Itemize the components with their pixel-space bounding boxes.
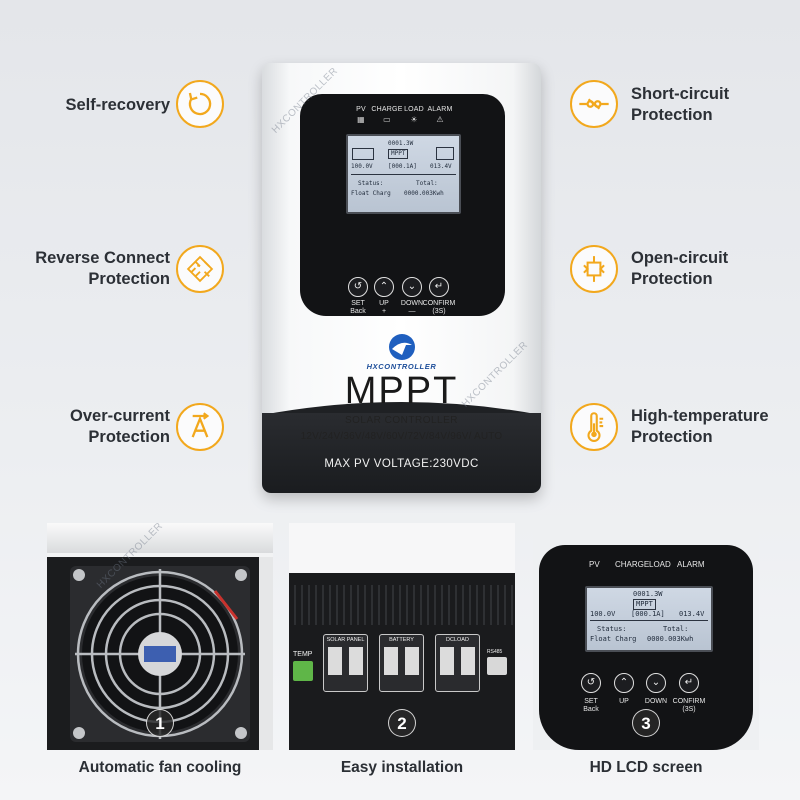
voltage-range: 12V/24V/36V/48V/60V/72V/84V/96V/ AUTO	[300, 431, 503, 442]
battery-icon: ▭	[383, 115, 391, 124]
lcd-current: [000.1A]	[388, 163, 417, 170]
closeup-lcd-total-value: 0000.003Kwh	[647, 635, 694, 643]
indicator-charge: CHARGE▭	[367, 106, 407, 124]
up-arrow-icon[interactable]: ⌃	[374, 277, 394, 297]
pv-icon: ▦	[357, 115, 365, 124]
closeup-lcd-status-label: Status:	[597, 625, 627, 633]
indicator-alarm: ALARM⚠	[420, 106, 460, 124]
terminal-battery-label: BATTERY	[389, 637, 414, 643]
solar-minus-terminal[interactable]	[349, 647, 364, 675]
set-back-icon[interactable]: ↺	[348, 277, 368, 297]
confirm-button-label: CONFIRM(3S)	[422, 300, 456, 315]
feature-label-over-current: Over-current Protection	[70, 407, 170, 446]
fan-grille-icon	[70, 566, 250, 742]
panel-fan: 1 HXCONTROLLER	[47, 523, 273, 750]
closeup-up-arrow-icon[interactable]: ⌃	[614, 673, 634, 693]
closeup-confirm-label: CONFIRM(3S)	[672, 698, 706, 713]
confirm-icon[interactable]: ↵	[429, 277, 449, 297]
closeup-set-back-icon[interactable]: ↺	[581, 673, 601, 693]
feature-label-short-circuit: Short-circuit Protection	[631, 85, 730, 124]
solar-panel-icon	[352, 148, 374, 160]
rs485-port[interactable]	[487, 657, 507, 675]
lcd-mode: MPPT	[388, 149, 409, 159]
closeup-lcd-power: 0001.3W	[633, 590, 663, 598]
feature-label-high-temperature: High-temperature Protection	[631, 407, 769, 446]
closeup-up-label: UP	[619, 698, 629, 705]
panel-number-1: 1	[146, 709, 174, 737]
closeup-lcd-pv-voltage: 100.0V	[590, 610, 616, 618]
indicator-pv: PV▦	[341, 106, 381, 124]
lcd-screen: 0001.3W MPPT 100.0V [000.1A] 013.4V Stat…	[346, 134, 461, 214]
fan-case-side	[259, 557, 273, 750]
open-circuit-icon	[570, 245, 618, 293]
terminal-rs485-label: RS485	[487, 649, 503, 655]
indicator-load: LOAD☀	[394, 106, 434, 124]
caption-installation: Easy installation	[340, 759, 464, 776]
bulb-icon: ☀	[410, 115, 418, 124]
up-button-label: UP+	[379, 300, 389, 315]
load-plus-terminal[interactable]	[439, 647, 454, 675]
lcd-pv-voltage: 100.0V	[351, 163, 373, 170]
closeup-lcd-mode: MPPT	[633, 599, 656, 610]
load-minus-terminal[interactable]	[461, 647, 476, 675]
terminal-load-label: DCLOAD	[446, 637, 469, 643]
lcd-battery-icon	[436, 147, 454, 160]
solar-terminal-block: SOLAR PANEL	[323, 634, 368, 692]
self-recovery-icon	[176, 80, 224, 128]
feature-label-self-recovery: Self-recovery	[65, 96, 170, 114]
panel-terminals: TEMP SOLAR PANEL BATTERY DCLOAD RS485 2	[289, 523, 515, 750]
feature-label-open-circuit: Open-circuit Protection	[631, 249, 729, 288]
temp-connector	[293, 661, 313, 681]
brand-name: HXCONTROLLER	[366, 362, 437, 371]
closeup-lcd-status-value: Float Charg	[590, 635, 637, 643]
terminal-temp-label: TEMP	[293, 651, 313, 658]
warning-icon: ⚠	[436, 115, 444, 124]
model-subtitle: SOLAR CONTROLLER	[344, 415, 459, 426]
lcd-power: 0001.3W	[388, 140, 414, 147]
vent-slots	[289, 585, 515, 625]
battery-terminal-block: BATTERY	[379, 634, 424, 692]
load-terminal-block: DCLOAD	[435, 634, 480, 692]
lcd-total-label: Total:	[416, 180, 438, 187]
closeup-lcd-divider	[590, 620, 708, 621]
closeup-down-arrow-icon[interactable]: ⌄	[646, 673, 666, 693]
terminal-solar-label: SOLAR PANEL	[326, 637, 365, 643]
panel-lcd: PV CHARGE LOAD ALARM 0001.3W MPPT 100.0V…	[533, 523, 759, 750]
closeup-lcd-total-label: Total:	[663, 625, 689, 633]
battery-plus-terminal[interactable]	[383, 647, 398, 675]
max-pv-voltage: MAX PV VOLTAGE:230VDC	[324, 458, 479, 470]
fan-case-top	[47, 523, 273, 553]
closeup-lcd-screen: 0001.3W MPPT 100.0V [000.1A] 013.4V Stat…	[585, 586, 713, 652]
high-temperature-icon	[570, 403, 618, 451]
closeup-lcd-battery-voltage: 013.4V	[679, 610, 705, 618]
caption-fan: Automatic fan cooling	[78, 759, 242, 776]
lcd-battery-voltage: 013.4V	[430, 163, 452, 170]
brand-logo-icon	[389, 334, 415, 360]
down-arrow-icon[interactable]: ⌄	[402, 277, 422, 297]
model-title: MPPT	[344, 370, 459, 412]
lcd-status-value: Float Charg	[351, 190, 391, 197]
lcd-status-label: Status:	[358, 180, 384, 187]
lcd-divider	[351, 174, 456, 175]
closeup-confirm-icon[interactable]: ↵	[679, 673, 699, 693]
over-current-icon	[176, 403, 224, 451]
short-circuit-icon	[570, 80, 618, 128]
panel-number-3: 3	[632, 709, 660, 737]
control-panel: PV▦ CHARGE▭ LOAD☀ ALARM⚠ 0001.3W MPPT 10…	[300, 94, 505, 316]
lcd-total-value: 0000.003Kwh	[404, 190, 444, 197]
battery-minus-terminal[interactable]	[405, 647, 420, 675]
closeup-down-label: DOWN	[644, 698, 668, 705]
reverse-connect-icon	[176, 245, 224, 293]
solar-plus-terminal[interactable]	[327, 647, 342, 675]
caption-lcd: HD LCD screen	[589, 759, 703, 776]
mppt-controller: MAX PV VOLTAGE:230VDC PV▦ CHARGE▭ LOAD☀ …	[262, 63, 541, 493]
controller-base	[262, 413, 541, 493]
down-button-label: DOWN—	[400, 300, 424, 315]
feature-label-reverse-connect: Reverse Connect Protection	[35, 249, 170, 288]
panel-number-2: 2	[388, 709, 416, 737]
closeup-lcd-current: [000.1A]	[631, 610, 665, 618]
